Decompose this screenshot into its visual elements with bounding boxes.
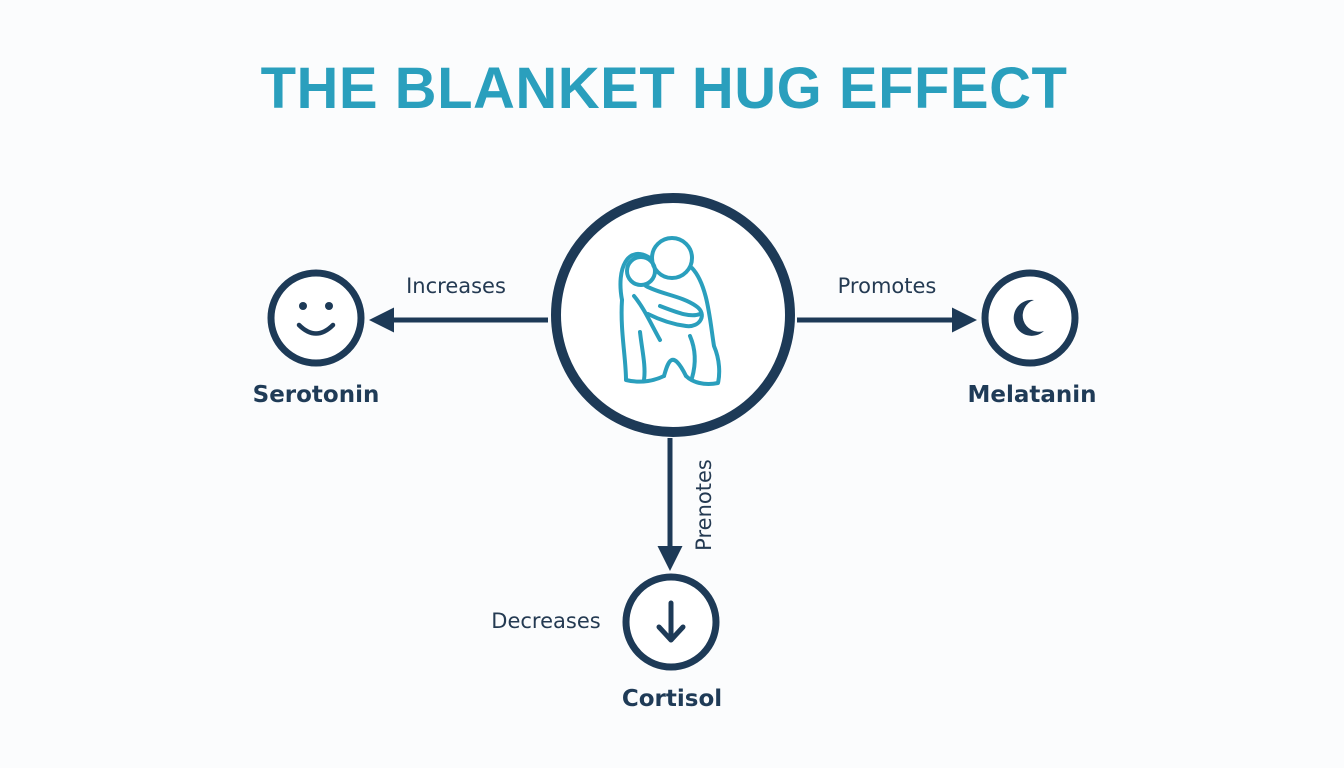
cortisol-label: Cortisol	[622, 686, 722, 712]
center-node-ring	[551, 193, 795, 437]
down-arrow-icon	[656, 600, 686, 643]
edge-label-prenotes: Prenotes	[692, 459, 716, 551]
melatonin-label: Melatanin	[967, 382, 1096, 408]
hug-blanket-icon	[618, 236, 722, 387]
serotonin-node	[267, 269, 365, 367]
edge-label-decreases: Decreases	[491, 609, 600, 633]
cortisol-node	[622, 573, 720, 671]
edge-label-increases: Increases	[406, 274, 506, 298]
serotonin-label: Serotonin	[253, 382, 380, 408]
melatonin-node-ring	[981, 269, 1079, 367]
center-node	[551, 193, 795, 437]
diagram-title: THE BLANKET HUG EFFECT	[261, 56, 1068, 121]
connectors	[369, 307, 977, 571]
smile-icon	[296, 302, 336, 336]
serotonin-node-ring	[267, 269, 365, 367]
edge-label-promotes: Promotes	[838, 274, 937, 298]
melatonin-node	[981, 269, 1079, 367]
crescent-moon-icon	[1013, 299, 1044, 336]
